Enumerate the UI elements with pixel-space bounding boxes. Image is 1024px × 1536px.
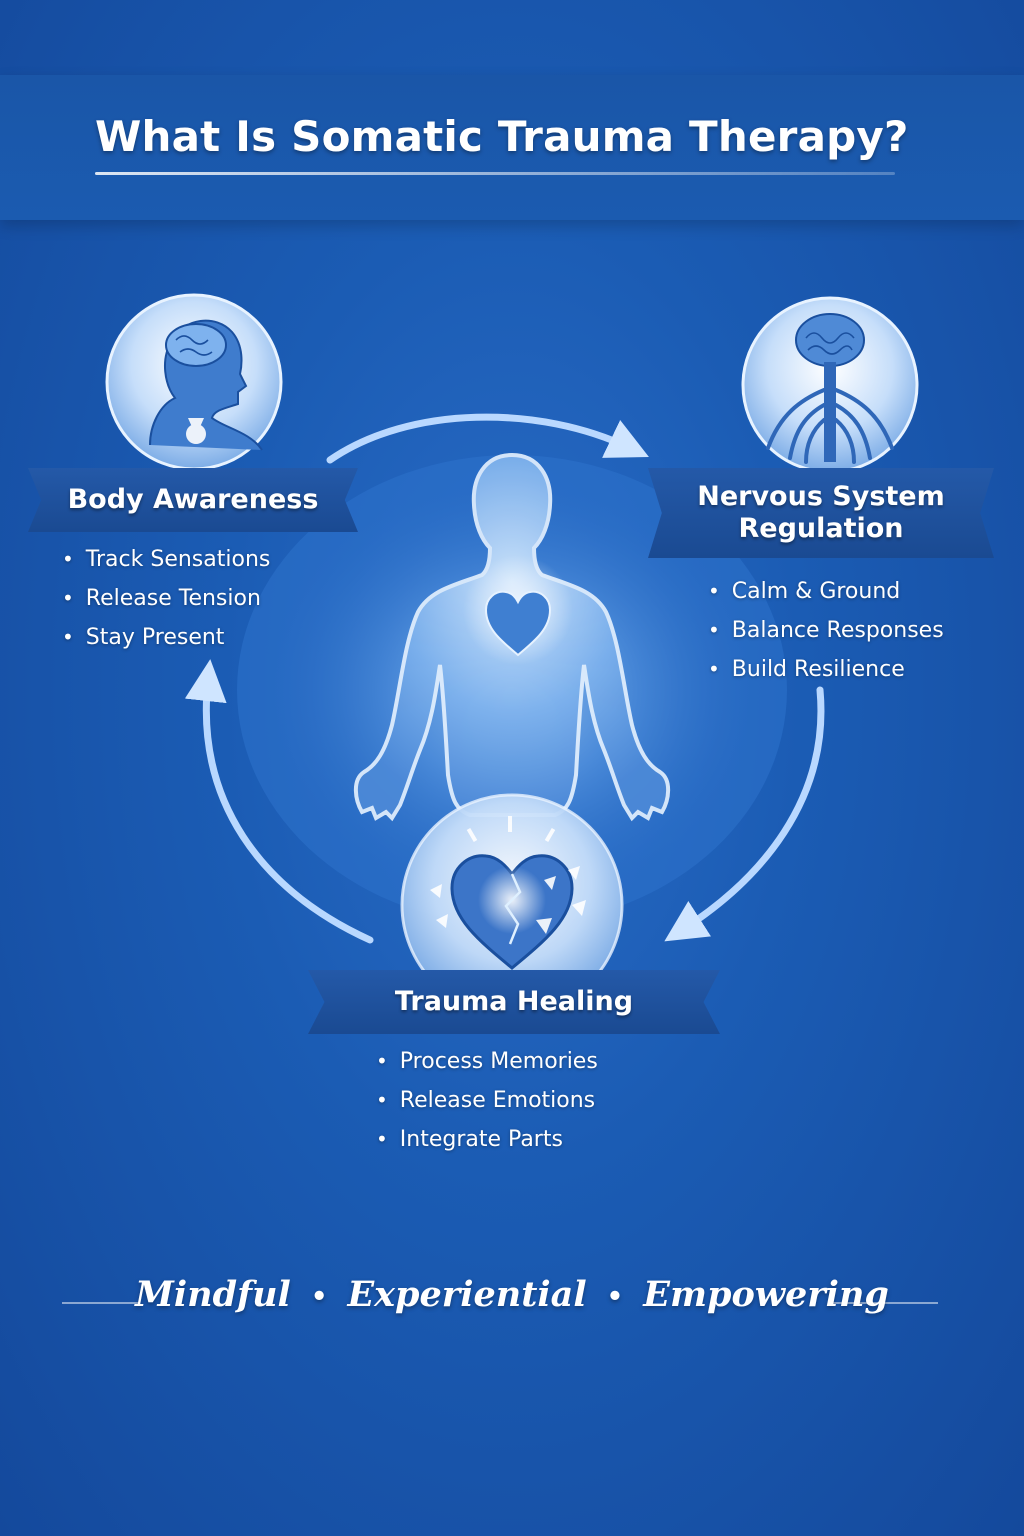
section-banner-body-awareness: Body Awareness	[28, 468, 358, 532]
list-item: Track Sensations	[62, 540, 271, 579]
tagline-rule-left	[62, 1302, 140, 1304]
list-item: Balance Responses	[708, 611, 944, 650]
list-item: Stay Present	[62, 618, 270, 657]
separator-dot: •	[310, 1281, 328, 1312]
list-trauma-healing: Process Memories Release Emotions Integr…	[376, 1042, 598, 1159]
arrow-top	[326, 413, 649, 464]
list-nervous-system: Calm & Ground Balance Responses Build Re…	[708, 572, 944, 689]
list-item: Process Memories	[376, 1042, 598, 1081]
list-body-awareness: Track Sensations Release Tension Stay Pr…	[62, 540, 271, 657]
section-title-nervous-system-line1: Nervous System	[697, 480, 945, 512]
arrow-left	[184, 659, 374, 944]
separator-dot: •	[606, 1281, 624, 1312]
tagline-rule-right	[828, 1302, 938, 1304]
section-banner-trauma-healing: Trauma Healing	[308, 970, 720, 1034]
section-title-nervous-system-line2: Regulation	[738, 513, 904, 544]
arrow-right	[664, 686, 825, 942]
taglines: Mindful • Experiential • Empowering	[0, 1274, 1024, 1315]
tagline-mindful: Mindful	[135, 1274, 291, 1315]
list-item: Integrate Parts	[376, 1120, 598, 1159]
tagline-empowering: Empowering	[643, 1274, 889, 1315]
tagline-experiential: Experiential	[347, 1274, 587, 1315]
title-underline	[95, 172, 895, 175]
head-brain-icon	[105, 293, 283, 471]
section-banner-nervous-system: Nervous System Regulation	[648, 468, 994, 558]
header-band	[0, 75, 1024, 220]
list-item: Release Tension	[62, 579, 270, 618]
section-title-body-awareness: Body Awareness	[67, 483, 319, 515]
list-item: Release Emotions	[376, 1081, 598, 1120]
page-title: What Is Somatic Trauma Therapy?	[95, 112, 909, 161]
list-item: Calm & Ground	[708, 572, 944, 611]
brain-spine-nerves-icon	[741, 296, 919, 474]
cycle-arrows	[184, 413, 825, 944]
list-item: Build Resilience	[708, 650, 944, 689]
section-title-trauma-healing: Trauma Healing	[394, 985, 634, 1017]
